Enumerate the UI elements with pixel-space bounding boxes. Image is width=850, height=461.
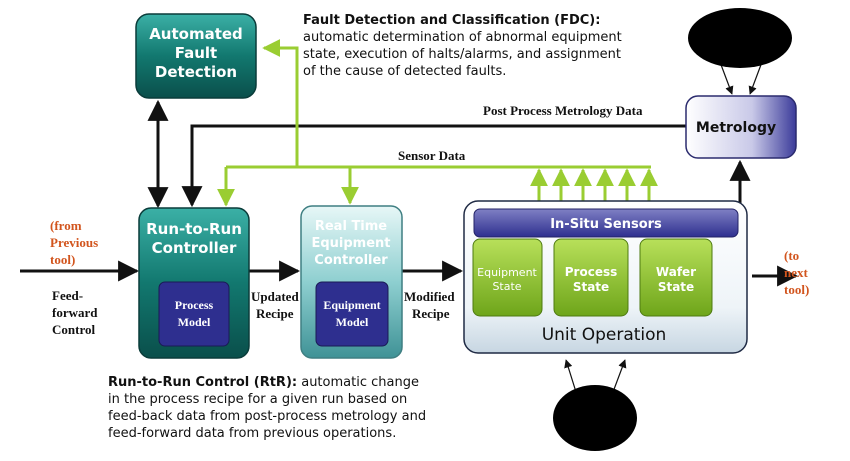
sensor-to-afd-arrow [262,39,299,167]
rte-line-2: Equipment [311,236,390,251]
modified-recipe-line-2: Recipe [412,306,450,321]
metrology-box: Metrology [685,95,797,159]
equipment-model-line-2: Model [336,315,369,329]
updated-recipe-line-2: Recipe [256,306,294,321]
top-oval-arrow-right [748,61,763,95]
metrology-label: Metrology [696,120,776,136]
run-to-run-controller-box: Run-to-Run Controller Process Model [138,207,250,359]
bottom-black-oval [553,385,637,451]
bottom-oval-arrow-left [564,359,577,393]
process-model-line-2: Model [178,315,211,329]
from-previous-line-1: (from [50,218,82,233]
unit-operation-box: In-Situ Sensors Equipment State Process … [463,200,748,354]
from-previous-line-3: tool) [50,252,75,267]
fdc-description: Fault Detection and Classification (FDC)… [303,12,663,80]
in-situ-sensors-label: In-Situ Sensors [550,217,662,232]
post-process-metrology-label: Post Process Metrology Data [483,103,643,118]
fdc-line-1: automatic determination of abnormal equi… [303,30,622,45]
automated-fault-detection-box: Automated Fault Detection [135,13,257,99]
rte-line-1: Real Time [315,219,387,234]
from-previous-line-2: Previous [50,235,98,250]
top-oval-arrow-left [719,61,734,95]
process-model-line-1: Process [175,298,214,312]
rtr-line-2: feed-back data from post-process metrolo… [108,409,427,424]
equipment-model-line-1: Equipment [323,298,380,312]
wafer-state-line-2: State [658,280,694,294]
fdc-line-3: of the cause of detected faults. [303,64,507,79]
metrology-feedback-arrow [181,124,686,208]
top-black-oval [688,8,792,68]
rte-line-3: Controller [314,253,388,268]
thin-connectors [564,61,763,393]
modified-recipe-line-1: Modified [404,289,455,304]
real-time-equipment-controller-box: Real Time Equipment Controller Equipment… [300,205,403,359]
bottom-oval-arrow-right [612,359,627,393]
to-next-line-3: tool) [784,282,809,297]
feed-forward-line-3: Control [52,322,95,337]
process-state-line-2: State [573,280,609,294]
afd-line-1: Automated [149,25,243,43]
afd-line-3: Detection [155,63,237,81]
sensor-data-label: Sensor Data [398,148,466,163]
rtr-line-3: feed-forward data from previous operatio… [108,426,397,441]
rtr-line-1: in the process recipe for a given run ba… [108,392,408,407]
rtr-controller-line-1: Run-to-Run [146,220,242,238]
rtr-description: Run-to-Run Control (RtR): automatic chan… [108,374,468,442]
equipment-state-line-1: Equipment [477,266,537,279]
rtr-line-0: automatic change [297,375,419,390]
updated-recipe-line-1: Updated [251,289,299,304]
afd-line-2: Fault [175,44,217,62]
to-next-line-2: next [784,265,809,280]
feed-forward-line-2: forward [52,305,98,320]
rtr-controller-line-2: Controller [152,239,237,257]
fdc-title: Fault Detection and Classification (FDC)… [303,13,601,28]
fdc-line-2: state, execution of halts/alarms, and as… [303,47,621,62]
feed-forward-line-1: Feed- [52,288,83,303]
equipment-state-line-2: State [492,280,521,293]
wafer-state-line-1: Wafer [656,265,696,279]
to-next-line-1: (to [784,248,799,263]
rtr-title: Run-to-Run Control (RtR): [108,375,298,390]
unit-operation-label: Unit Operation [542,325,667,345]
process-state-line-1: Process [565,265,618,279]
